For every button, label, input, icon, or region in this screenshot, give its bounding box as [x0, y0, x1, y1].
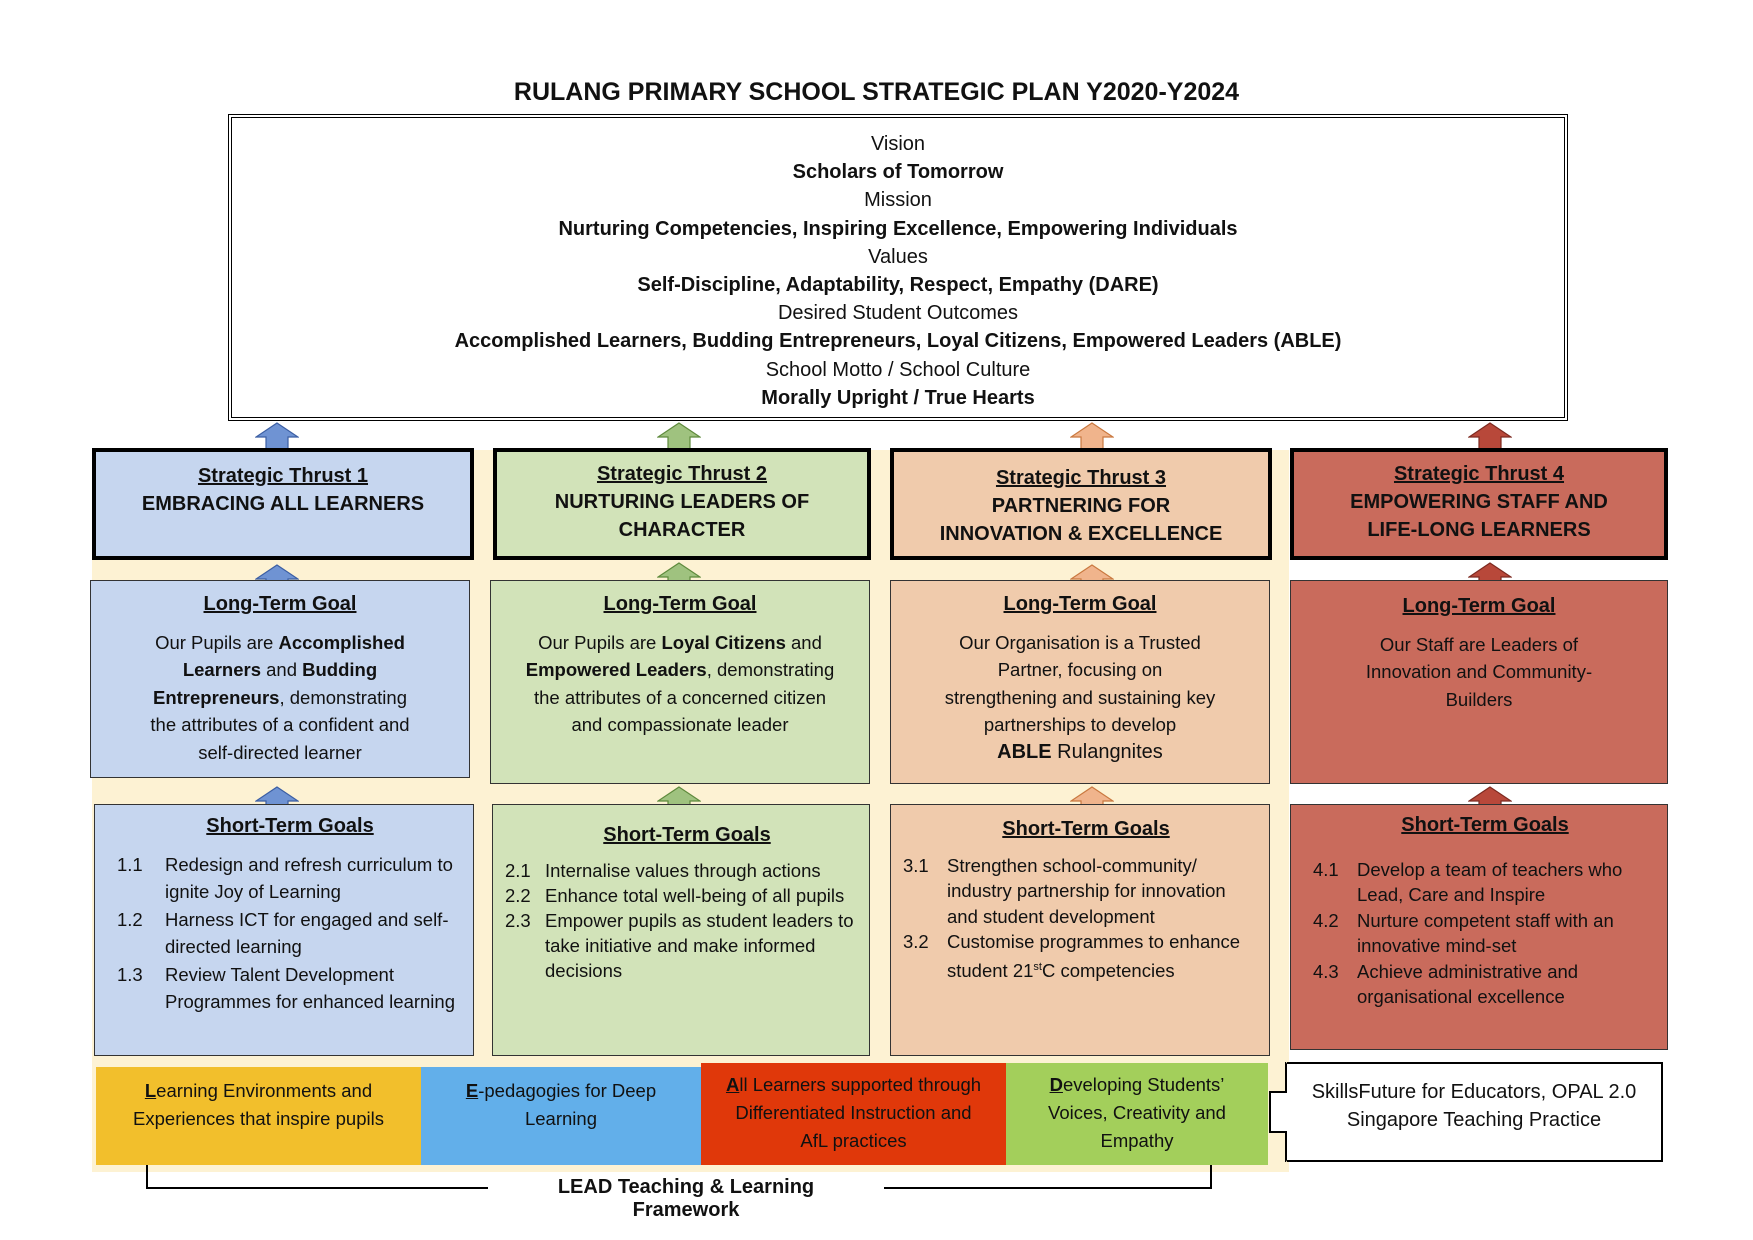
stg-heading: Short-Term Goals — [206, 815, 374, 837]
long-term-goal-3: Long-Term Goal Our Organisation is a Tru… — [890, 580, 1270, 784]
ltg-heading: Long-Term Goal — [603, 593, 757, 615]
values-label: Values — [868, 245, 928, 268]
strategic-thrust-1: Strategic Thrust 1 EMBRACING ALL LEARNER… — [92, 448, 474, 560]
thrust-name-line-2: INNOVATION & EXCELLENCE — [939, 523, 1223, 545]
vision-mission-box: Vision Scholars of Tomorrow Mission Nurt… — [228, 114, 1568, 421]
motto-text: Morally Upright / True Hearts — [761, 386, 1035, 409]
thrust-name-line-1: NURTURING LEADERS OF — [554, 491, 810, 513]
arrow-up-icon — [1070, 422, 1114, 450]
strategic-thrust-2: Strategic Thrust 2 NURTURING LEADERS OF … — [493, 448, 871, 560]
stg-heading: Short-Term Goals — [1401, 814, 1569, 836]
thrust-name-line-2: CHARACTER — [618, 519, 746, 541]
vision-text: Scholars of Tomorrow — [792, 161, 1004, 184]
outcomes-text: Accomplished Learners, Budding Entrepren… — [454, 330, 1342, 353]
thrust-heading: Strategic Thrust 1 — [197, 465, 369, 487]
page-title: RULANG PRIMARY SCHOOL STRATEGIC PLAN Y20… — [513, 78, 1240, 106]
strategic-thrust-3: Strategic Thrust 3 PARTNERING FOR INNOVA… — [890, 448, 1272, 560]
stg-heading: Short-Term Goals — [1002, 818, 1170, 840]
framework-label: LEAD Teaching & Learning Framework — [488, 1176, 884, 1221]
arrow-up-icon — [255, 422, 299, 450]
stg-heading: Short-Term Goals — [603, 824, 771, 846]
values-text: Self-Discipline, Adaptability, Respect, … — [637, 274, 1159, 297]
long-term-goal-2: Long-Term Goal Our Pupils are Loyal Citi… — [490, 580, 870, 784]
ltg-text: Our Organisation is a Trusted Partner, f… — [944, 631, 1216, 763]
ltg-heading: Long-Term Goal — [203, 593, 357, 615]
mission-text: Nurturing Competencies, Inspiring Excell… — [558, 217, 1238, 240]
ltg-heading: Long-Term Goal — [1003, 593, 1157, 615]
framework-all-learners: All Learners supported through Different… — [701, 1063, 1006, 1165]
outcomes-label: Desired Student Outcomes — [777, 302, 1019, 325]
arrow-up-icon — [657, 422, 701, 450]
motto-label: School Motto / School Culture — [765, 358, 1031, 381]
thrust-name-line-2: LIFE-LONG LEARNERS — [1367, 519, 1591, 541]
framework-developing-students: Developing Students’ Voices, Creativity … — [1006, 1063, 1268, 1165]
thrust-name-line-1: EMPOWERING STAFF AND — [1350, 491, 1608, 513]
ltg-text: Our Pupils are Loyal Citizens and Empowe… — [525, 631, 835, 736]
thrust-heading: Strategic Thrust 4 — [1393, 463, 1565, 485]
mission-label: Mission — [864, 189, 932, 212]
framework-e-pedagogies: E-pedagogies for Deep Learning — [421, 1067, 701, 1165]
skillsfuture-box: SkillsFuture for Educators, OPAL 2.0 Sin… — [1287, 1062, 1663, 1162]
thrust-name: EMBRACING ALL LEARNERS — [141, 493, 425, 515]
skillsfuture-line-2: Singapore Teaching Practice — [1346, 1109, 1602, 1131]
strategic-thrust-4: Strategic Thrust 4 EMPOWERING STAFF AND … — [1290, 448, 1668, 560]
thrust-heading: Strategic Thrust 2 — [596, 463, 768, 485]
thrust-heading: Strategic Thrust 3 — [995, 467, 1167, 489]
ltg-heading: Long-Term Goal — [1402, 595, 1556, 617]
framework-learning-environments: Learning Environments and Experiences th… — [96, 1067, 421, 1165]
thrust-name-line-1: PARTNERING FOR — [991, 495, 1171, 517]
vision-label: Vision — [870, 133, 926, 155]
long-term-goal-1: Long-Term Goal Our Pupils are Accomplish… — [90, 580, 470, 778]
arrow-up-icon — [1468, 422, 1512, 450]
ltg-text: Our Staff are Leaders of Innovation and … — [1365, 633, 1593, 710]
skillsfuture-line-1: SkillsFuture for Educators, OPAL 2.0 — [1311, 1081, 1637, 1103]
long-term-goal-4: Long-Term Goal Our Staff are Leaders of … — [1290, 580, 1668, 784]
ltg-text: Our Pupils are Accomplished Learners and… — [150, 631, 410, 763]
